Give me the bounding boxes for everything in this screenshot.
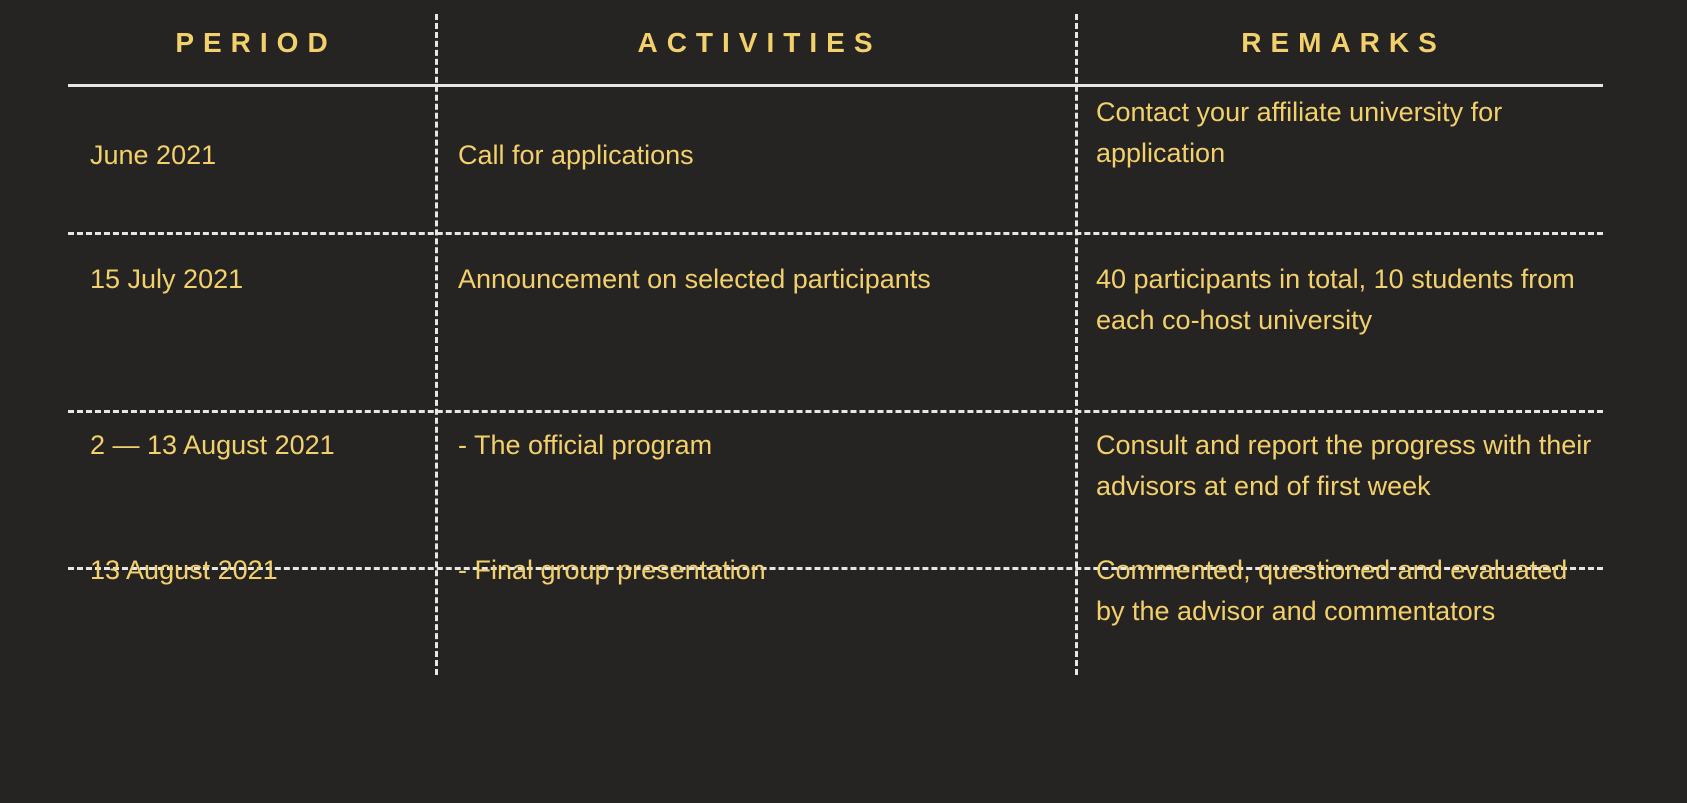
row-divider-3 [68,567,1603,570]
cell-activity: Call for applications [458,140,694,170]
cell-activity: - Final group presentation [458,555,766,585]
column-header-activities: ACTIVITIES [637,26,882,58]
cell-remarks: Consult and report the progress with the… [1096,430,1592,501]
column-header-remarks: REMARKS [1241,26,1446,58]
cell-period: June 2021 [90,140,217,170]
row-divider-1 [68,232,1603,235]
table-header-row: PERIOD ACTIVITIES REMARKS [68,0,1603,85]
row-divider-2 [68,410,1603,413]
column-header-period: PERIOD [175,26,337,58]
cell-remarks: Commented, questioned and evaluated by t… [1096,555,1568,626]
cell-period: 13 August 2021 [90,555,278,585]
column-divider-2 [1075,14,1078,675]
column-divider-1 [435,14,438,675]
cell-remarks: 40 participants in total, 10 students fr… [1096,264,1575,335]
cell-period: 15 July 2021 [90,264,244,294]
cell-period: 2 — 13 August 2021 [90,430,335,460]
header-rule-divider [68,84,1603,87]
cell-activity: Announcement on selected participants [458,264,931,294]
cell-activity: - The official program [458,430,713,460]
cell-remarks: Contact your affiliate university for ap… [1096,97,1503,168]
schedule-table: PERIOD ACTIVITIES REMARKS June 2021 Call… [68,0,1603,680]
